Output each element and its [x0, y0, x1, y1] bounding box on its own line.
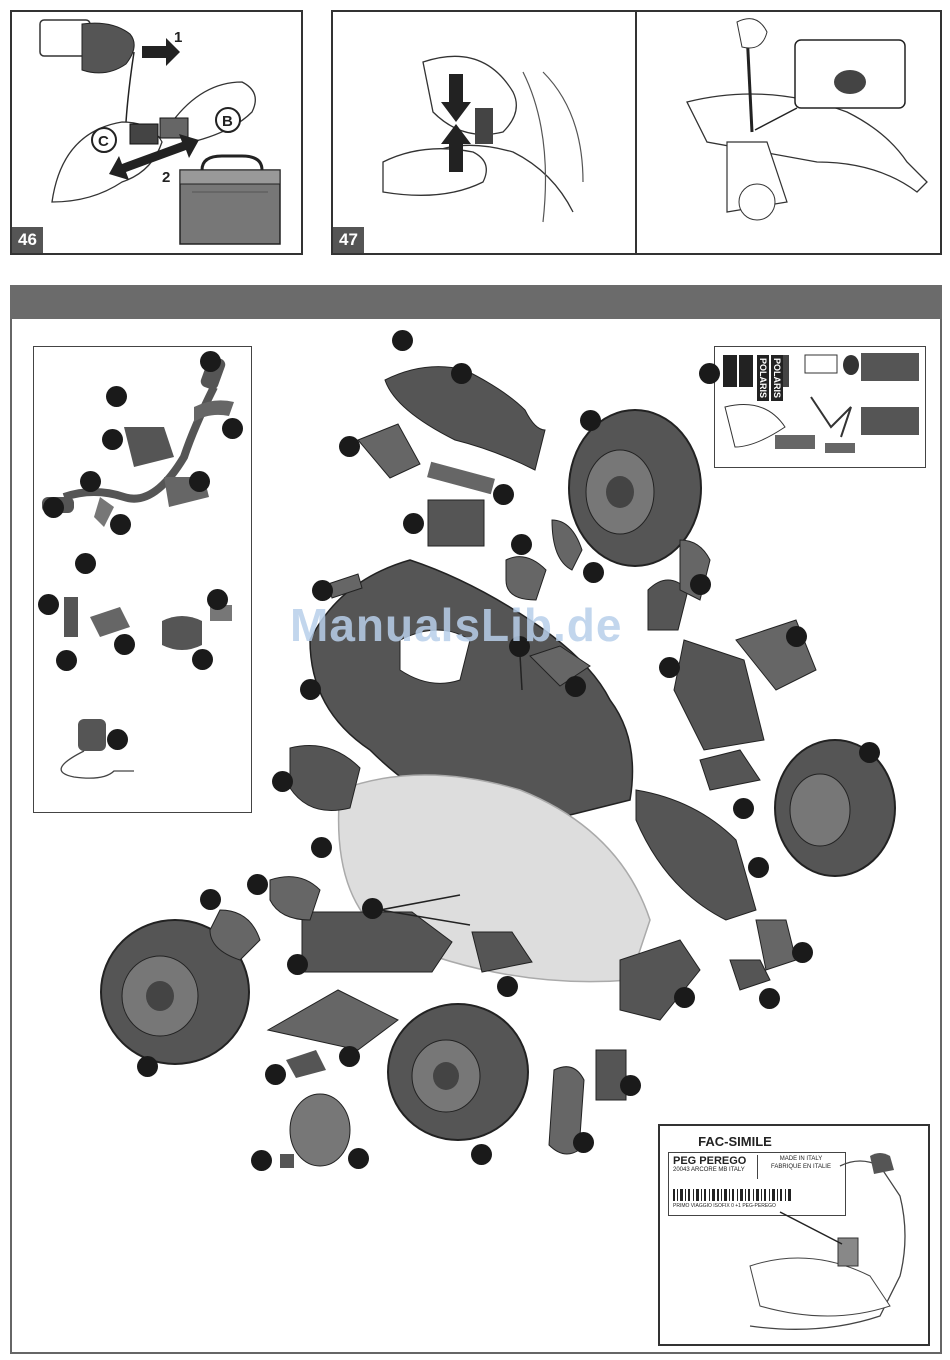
callout-marker: [114, 634, 135, 655]
callout-marker: [659, 657, 680, 678]
callout-marker: [189, 471, 210, 492]
wheel-front-left: [388, 1004, 528, 1140]
callout-marker: [403, 513, 424, 534]
callout-marker: [339, 436, 360, 457]
callout-marker: [311, 837, 332, 858]
callout-marker: [583, 562, 604, 583]
callout-marker: [471, 1144, 492, 1165]
callout-marker: [106, 386, 127, 407]
callout-marker: [565, 676, 586, 697]
fac-simile-label-box: FAC-SIMILE PEG PEREGO 20043 ARCORE MB IT…: [658, 1124, 930, 1346]
callout-marker: [287, 954, 308, 975]
callout-marker: [272, 771, 293, 792]
callout-marker: [137, 1056, 158, 1077]
callout-marker: [43, 497, 64, 518]
callout-marker: [222, 418, 243, 439]
callout-marker: [192, 649, 213, 670]
callout-marker: [699, 363, 720, 384]
callout-marker: [200, 351, 221, 372]
callout-marker: [80, 471, 101, 492]
callout-marker: [38, 594, 59, 615]
callout-marker: [451, 363, 472, 384]
callout-marker: [690, 574, 711, 595]
callout-marker: [511, 534, 532, 555]
callout-marker: [392, 330, 413, 351]
callout-marker: [748, 857, 769, 878]
callout-marker: [580, 410, 601, 431]
callout-marker: [265, 1064, 286, 1085]
label-location-illustration: [660, 1126, 928, 1344]
callout-marker: [493, 484, 514, 505]
callout-marker: [759, 988, 780, 1009]
callout-marker: [110, 514, 131, 535]
callout-marker: [573, 1132, 594, 1153]
callout-marker: [56, 650, 77, 671]
watermark-text: ManualsLib.de: [290, 598, 622, 652]
callout-marker: [859, 742, 880, 763]
wheel-front-right: [775, 740, 895, 876]
callout-marker: [207, 589, 228, 610]
callout-marker: [247, 874, 268, 895]
callout-marker: [733, 798, 754, 819]
callout-marker: [251, 1150, 272, 1171]
callout-marker: [786, 626, 807, 647]
callout-marker: [75, 553, 96, 574]
callout-marker: [362, 898, 383, 919]
callout-marker: [107, 729, 128, 750]
callout-marker: [792, 942, 813, 963]
callout-marker: [348, 1148, 369, 1169]
callout-marker: [300, 679, 321, 700]
callout-marker: [620, 1075, 641, 1096]
callout-marker: [497, 976, 518, 997]
callout-marker: [102, 429, 123, 450]
callout-marker: [339, 1046, 360, 1067]
callout-marker: [674, 987, 695, 1008]
callout-marker: [200, 889, 221, 910]
